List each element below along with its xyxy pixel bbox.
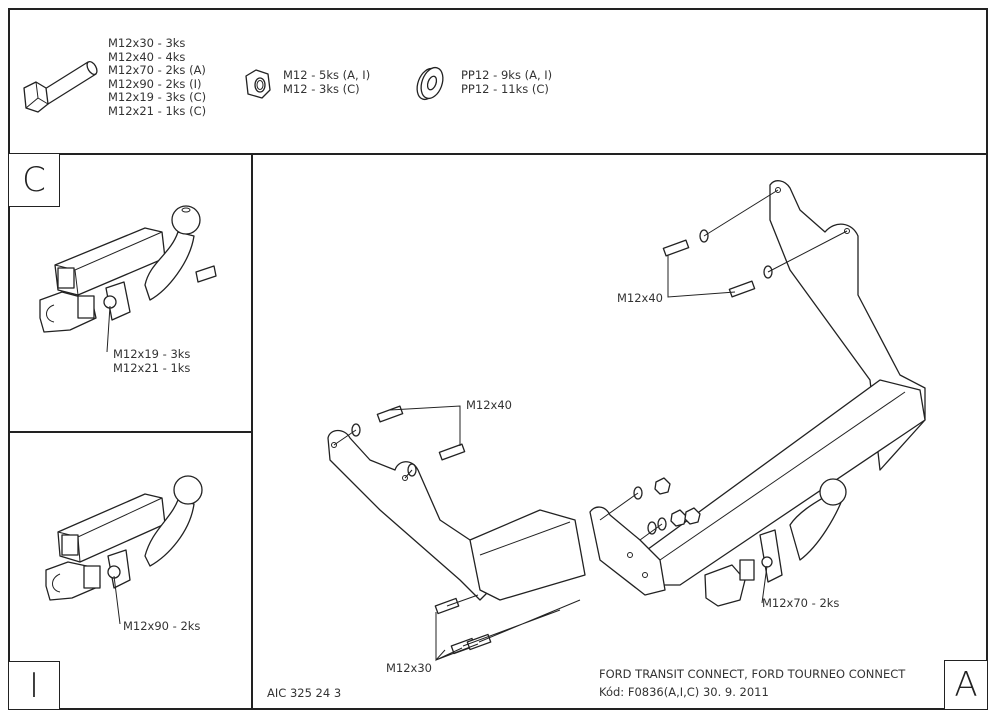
nut-item: M12 - 5ks (A, I) <box>283 68 371 82</box>
variant-i-leader-line <box>113 575 121 625</box>
variant-i-hitch-drawing <box>45 475 203 601</box>
vehicle-title: FORD TRANSIT CONNECT, FORD TOURNEO CONNE… <box>599 667 906 681</box>
nut-icon <box>245 69 271 99</box>
bolt-icon <box>23 60 98 113</box>
nut-item: M12 - 3ks (C) <box>283 81 360 96</box>
bolt-item: M12x70 - 2ks (A) <box>108 63 206 77</box>
callout-top-bolts: M12x40 <box>617 291 663 305</box>
bolt-list: M12x30 - 3ks M12x40 - 4ks M12x70 - 2ks (… <box>108 36 207 118</box>
washer-icon <box>416 66 444 101</box>
drawing-code: AIC 325 24 3 <box>267 686 342 700</box>
variant-c-label: C <box>8 153 60 207</box>
callout-bottom-bolts: M12x30 <box>386 661 432 675</box>
bolt-item: M12x21 - 1ks (C) <box>108 103 207 118</box>
header-divider <box>8 153 988 155</box>
bolt-item: M12x40 - 4ks <box>108 49 186 64</box>
washer-item: PP12 - 9ks (A, I) <box>461 68 553 82</box>
drawing-frame <box>8 8 988 710</box>
bolt-item: M12x30 - 3ks <box>108 36 186 50</box>
variant-c-callout: M12x19 - 3ks M12x21 - 1ks <box>113 347 191 375</box>
bolt-item: M12x90 - 2ks (I) <box>108 76 202 91</box>
callout-line: M12x21 - 1ks <box>113 360 191 375</box>
variant-c-hitch-drawing <box>39 205 217 333</box>
washer-list: PP12 - 9ks (A, I) PP12 - 11ks (C) <box>461 68 553 96</box>
callout-ball-bolts: M12x70 - 2ks <box>762 596 840 610</box>
left-panels-divider <box>8 431 253 433</box>
callout-left-bolts: M12x40 <box>466 398 512 412</box>
main-towbar-drawing <box>327 180 926 662</box>
callout-line: M12x90 - 2ks <box>123 619 201 633</box>
fastener-group <box>351 229 773 655</box>
variant-i-callout: M12x90 - 2ks <box>123 619 201 634</box>
bolt-item: M12x19 - 3ks (C) <box>108 90 207 104</box>
callout-line: M12x19 - 3ks <box>113 347 191 361</box>
variant-a-label: A <box>944 660 988 710</box>
variant-i-label: I <box>8 661 60 710</box>
kod-date: Kód: F0836(A,I,C) 30. 9. 2011 <box>599 685 769 699</box>
washer-item: PP12 - 11ks (C) <box>461 81 549 96</box>
variant-c-leader-line <box>106 305 111 353</box>
nut-list: M12 - 5ks (A, I) M12 - 3ks (C) <box>283 68 371 96</box>
